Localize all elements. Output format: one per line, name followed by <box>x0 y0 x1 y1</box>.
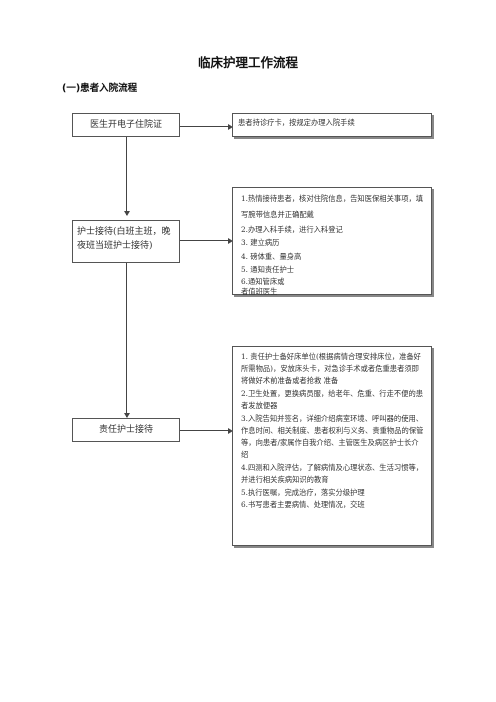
connector-2 <box>180 240 230 241</box>
detail-item: 1. 责任护士备好床单位(根据病情合理安排床位，准备好所需物品)，安放床头卡，对… <box>241 352 421 385</box>
detail-item: 4. 磅体重、量身高 <box>241 251 302 261</box>
step-label: 医生开电子住院证 <box>89 120 162 130</box>
detail-item: 4.四测和入院评估，了解病情及心理状态、生活习惯等，并进行相关疾病知识的教育 <box>241 463 424 484</box>
arrow-right-3 <box>228 427 233 434</box>
step-box-primary-nurse: 责任护士接待 <box>72 418 180 442</box>
flow-line-1 <box>126 137 127 215</box>
arrow-down-2 <box>123 413 130 418</box>
step-label: 责任护士接待 <box>98 425 153 435</box>
step-box-nurse-reception: 护士接待(白班主班，晚夜班当班护士接待) <box>72 220 180 263</box>
detail-item: 5.执行医嘱，完成治疗，落实分级护理 <box>241 488 365 497</box>
connector-1 <box>180 126 230 127</box>
detail-item: 1.热情接待患者，核对住院信息，告知医保相关事项，填写腕带信息并正确配戴 <box>241 194 424 219</box>
page-title: 临床护理工作流程 <box>197 55 298 70</box>
connector-3 <box>180 430 230 431</box>
detail-item: 患者持诊疗卡，按规定办理入院手续 <box>238 118 355 127</box>
detail-item: 3.入院告知并签名，详细介绍病室环境、呼叫器的使用、作息时间、相关制度、患者权利… <box>241 414 424 459</box>
arrow-down-1 <box>123 211 130 216</box>
detail-box-admission: 患者持诊疗卡，按规定办理入院手续 <box>232 113 432 137</box>
step-box-doctor-admission: 医生开电子住院证 <box>72 113 180 137</box>
detail-item: 5. 通知责任护士 <box>241 265 295 275</box>
detail-item: 2.卫生处置，更换病员服，给老年、危重、行走不便的患者发放便器 <box>241 389 424 410</box>
step-label: 护士接待(白班主班，晚夜班当班护士接待) <box>77 227 171 251</box>
detail-box-primary-nurse: 1. 责任护士备好床单位(根据病情合理安排床位，准备好所需物品)，安放床头卡，对… <box>232 346 432 546</box>
detail-item: 6.通知管床或者值班医生 <box>241 276 285 296</box>
detail-item: 3. 建立病历 <box>241 238 280 248</box>
arrow-right-2 <box>228 237 233 244</box>
detail-item: 2.办理入科手续，进行入科登记 <box>241 225 343 234</box>
section-heading: (一)患者入院流程 <box>62 83 138 94</box>
arrow-right-1 <box>228 123 233 130</box>
detail-box-nurse-reception: 1.热情接待患者，核对住院信息，告知医保相关事项，填写腕带信息并正确配戴 2.办… <box>232 187 432 296</box>
flow-line-2 <box>126 263 127 417</box>
detail-item: 6.书写患者主要病情、处理情况，交班 <box>241 500 365 509</box>
